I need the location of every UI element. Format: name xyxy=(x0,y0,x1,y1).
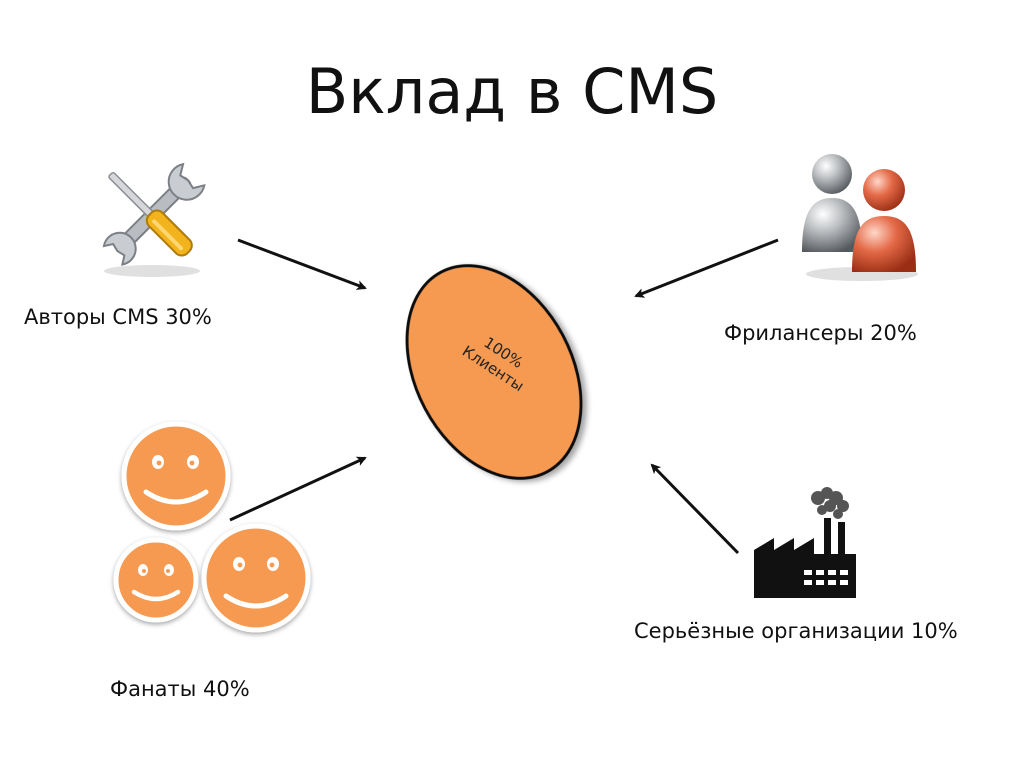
label-freelancers: Фрилансеры 20% xyxy=(724,321,917,345)
arrow-fans xyxy=(229,456,367,522)
smiley-faces-icon xyxy=(113,421,311,633)
factory-icon xyxy=(754,487,856,598)
label-organizations: Серьёзные организации 10% xyxy=(634,619,958,643)
label-authors: Авторы CMS 30% xyxy=(24,305,212,329)
tools-icon xyxy=(102,162,206,277)
label-fans: Фанаты 40% xyxy=(110,677,250,701)
arrow-authors xyxy=(237,238,367,290)
people-icon xyxy=(802,154,918,281)
center-ellipse xyxy=(405,264,583,480)
arrow-orgs xyxy=(650,463,740,555)
arrow-freelancers xyxy=(634,238,779,298)
slide-title: Вклад в CMS xyxy=(305,55,719,128)
